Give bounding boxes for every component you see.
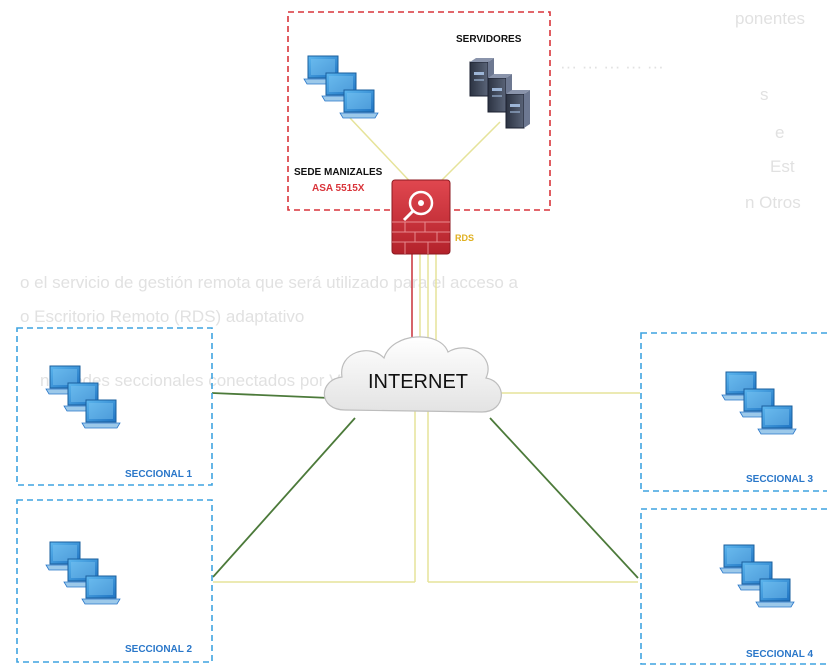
firewall-icon [391,179,451,255]
branch3-group: SECCIONAL 3 [640,332,827,492]
svg-text:Est: Est [770,157,795,176]
hq-servers-label: SERVIDORES [456,34,522,45]
branch1-boundary [16,327,213,486]
svg-text:e: e [775,123,784,142]
branch4-label: SECCIONAL 4 [746,649,813,660]
link-hq-laptops-fw [349,117,419,191]
branch4-group: SECCIONAL 4 [640,508,827,665]
branch1-label: SECCIONAL 1 [125,469,192,480]
svg-text:s: s [760,85,769,104]
branch1-group: SECCIONAL 1 [16,327,213,486]
svg-text:··· ··· ··· ··· ···: ··· ··· ··· ··· ··· [560,57,664,76]
link-branch2-internet [212,417,356,578]
link-branch4-internet [489,417,639,579]
svg-text:ponentes: ponentes [735,9,805,28]
link-hq-servers-fw [431,121,501,191]
hq-site-label: SEDE MANIZALES [294,167,383,178]
svg-text:o el servicio de gestión remot: o el servicio de gestión remota que será… [20,273,519,292]
branch2-label: SECCIONAL 2 [125,644,192,655]
branch3-boundary [640,332,827,492]
internet-cloud-icon [323,336,502,413]
branch2-group: SECCIONAL 2 [16,499,213,663]
branch3-label: SECCIONAL 3 [746,474,813,485]
branch2-boundary [16,499,213,663]
branch4-boundary [640,508,827,665]
magnifier-icon [408,190,434,216]
link-branch1-internet [211,392,331,399]
svg-text:n Otros: n Otros [745,193,801,212]
rds-label: RDS [455,233,474,243]
internet-label: INTERNET [368,371,468,393]
hq-firewall-label: ASA 5515X [312,183,365,194]
network-links [211,117,640,583]
svg-text:o Escritorio Remoto (RDS) adap: o Escritorio Remoto (RDS) adaptativo [20,307,304,326]
hq-laptops [303,55,379,119]
hq-servers [469,57,531,129]
